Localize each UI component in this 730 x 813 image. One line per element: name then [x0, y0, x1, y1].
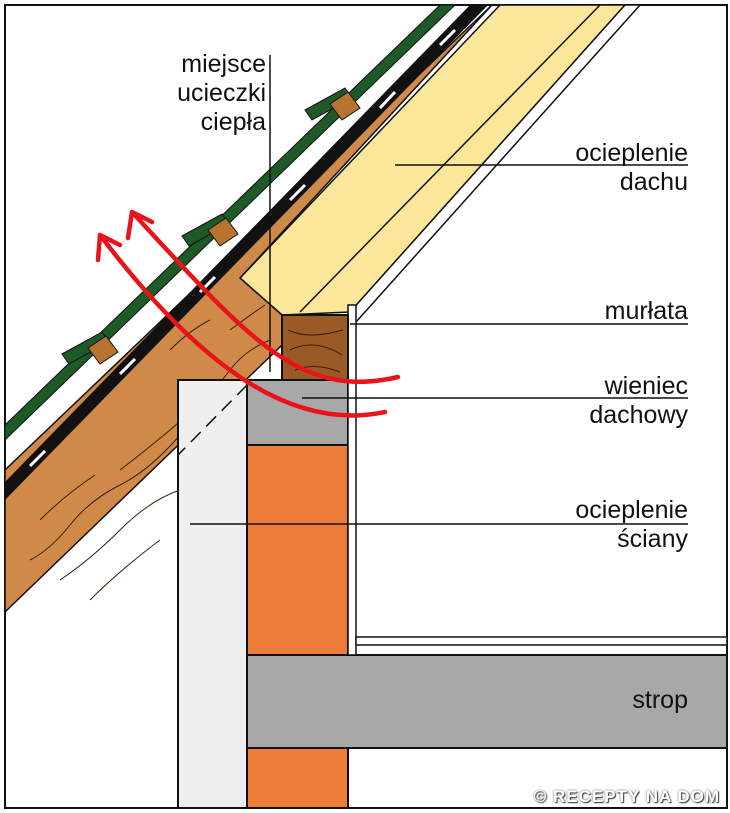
- label-ceiling: strop: [500, 686, 688, 715]
- label-line: dachu: [619, 168, 688, 196]
- label-heat-leak: miejsce ucieczki ciepła: [140, 50, 266, 137]
- label-line: wieniec: [604, 372, 688, 400]
- label-line: murłata: [604, 297, 688, 325]
- label-line: strop: [632, 686, 688, 714]
- insulation-line: [299, 4, 601, 313]
- label-line: ocieplenie: [575, 139, 688, 167]
- battens: [87, 91, 361, 365]
- label-ring-beam: wieniec dachowy: [500, 372, 688, 430]
- brick-wall-lower: [246, 747, 349, 809]
- label-roof-insulation: ocieplenie dachu: [500, 139, 688, 197]
- wall-plate: [281, 314, 349, 381]
- label-line: ściany: [617, 525, 688, 553]
- label-wall-plate: murłata: [500, 297, 688, 326]
- heat-escape-arrows: [95, 209, 401, 418]
- leader-lines: [190, 55, 688, 525]
- floor-layer: [355, 636, 728, 646]
- membrane: [5, 5, 488, 500]
- label-wall-insulation: ocieplenie ściany: [500, 496, 688, 554]
- label-line: dachowy: [589, 401, 688, 429]
- label-line: ucieczki ciepła: [177, 79, 266, 136]
- ceiling-slab: [246, 654, 728, 749]
- plaster: [347, 304, 357, 656]
- roof-insulation: [238, 4, 627, 316]
- label-line: ocieplenie: [575, 496, 688, 524]
- watermark: © RECEPTY NA DOM: [533, 787, 720, 806]
- hidden-line: [177, 384, 248, 456]
- wall-insulation: [177, 379, 248, 809]
- tile-hooks: [61, 87, 353, 365]
- brick-wall: [246, 444, 349, 656]
- label-line: miejsce: [181, 50, 266, 78]
